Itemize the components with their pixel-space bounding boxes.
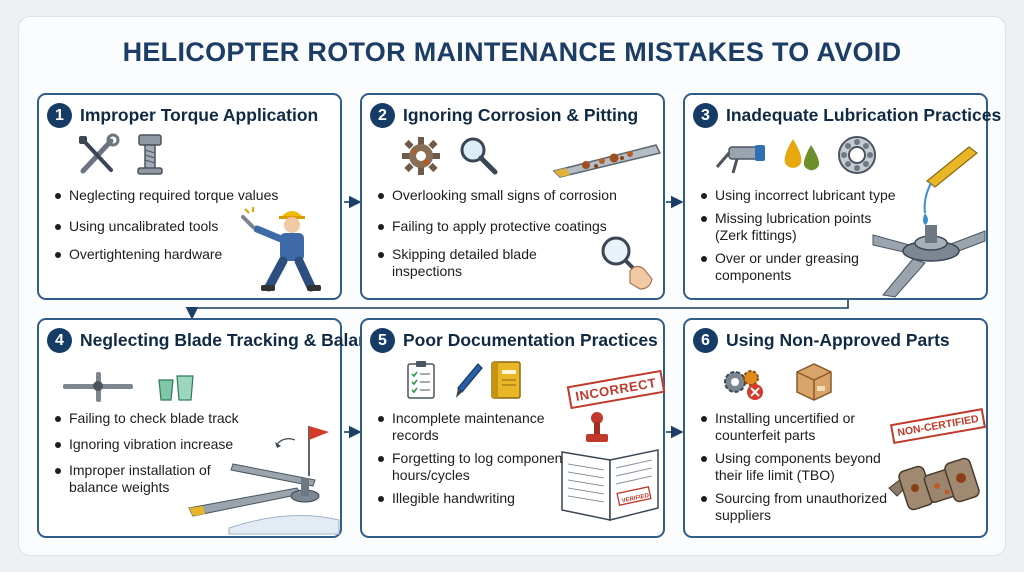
- rotor-blades-icon: [63, 372, 133, 402]
- pen-icon: [456, 363, 483, 398]
- step-number-badge: 3: [693, 103, 718, 128]
- list-item: Skipping detailed blade inspections: [378, 246, 562, 280]
- mechanic-with-wrench: [241, 207, 321, 292]
- checklist-icon: [407, 361, 435, 399]
- list-item: Using uncalibrated tools: [55, 218, 325, 235]
- card-header: 3 Inadequate Lubrication Practices: [693, 103, 1001, 128]
- bullet-list: Failing to check blade track Ignoring vi…: [55, 410, 255, 496]
- card-title: Neglecting Blade Tracking & Balance: [80, 330, 389, 350]
- card-title: Poor Documentation Practices: [403, 330, 658, 350]
- card-ignoring-corrosion: 2 Ignoring Corrosion & Pitting Overlooki…: [360, 93, 665, 300]
- step-number-badge: 5: [370, 328, 395, 353]
- hand-magnifier-icon: [601, 236, 653, 290]
- list-item: Over or under greasing components: [701, 250, 901, 284]
- list-item: Improper installation of balance weights: [55, 462, 255, 496]
- list-item: Using components beyond their life limit…: [701, 450, 891, 484]
- wrench-screwdriver-icon: [79, 133, 120, 174]
- gears-reject-icon: [724, 370, 763, 400]
- bullet-list: Installing uncertified or counterfeit pa…: [701, 410, 891, 524]
- corroded-blade: [552, 144, 662, 178]
- box-icon: [796, 363, 832, 401]
- card-title: Inadequate Lubrication Practices: [726, 105, 1002, 125]
- list-item: Overlooking small signs of corrosion: [378, 187, 658, 204]
- list-item: Neglecting required torque values: [55, 187, 325, 204]
- open-logbook: VERIFIED: [561, 449, 659, 521]
- non-certified-stamp: NON-CERTIFIED: [889, 407, 987, 445]
- list-item: Overtightening hardware: [55, 246, 325, 263]
- bullet-list: Neglecting required torque values Using …: [55, 187, 325, 263]
- card-non-approved-parts: 6 Using Non-Approved Parts Installing un…: [683, 318, 988, 538]
- small-stamp-text: VERIFIED: [621, 493, 650, 505]
- card-header: 6 Using Non-Approved Parts: [693, 328, 950, 353]
- card-header: 1 Improper Torque Application: [47, 103, 318, 128]
- step-number-badge: 2: [370, 103, 395, 128]
- card-header: 5 Poor Documentation Practices: [370, 328, 658, 353]
- magnifier-icon: [460, 137, 498, 175]
- list-item: Forgetting to log component hours/cycles: [378, 450, 568, 484]
- page-title: HELICOPTER ROTOR MAINTENANCE MISTAKES TO…: [122, 37, 902, 67]
- grease-gun-icon: [715, 145, 765, 174]
- bullet-list: Overlooking small signs of corrosion Fai…: [378, 187, 658, 280]
- card-inadequate-lubrication: 3 Inadequate Lubrication Practices Using…: [683, 93, 1001, 300]
- bearing-icon: [838, 136, 876, 174]
- list-item: Using incorrect lubricant type: [701, 187, 901, 204]
- arrow-3-4: [185, 300, 849, 320]
- step-number-badge: 1: [47, 103, 72, 128]
- incorrect-stamp: INCORRECT: [566, 369, 666, 410]
- list-item: Failing to apply protective coatings: [378, 218, 658, 235]
- card-title: Ignoring Corrosion & Pitting: [403, 105, 639, 125]
- step-number-badge: 4: [47, 328, 72, 353]
- list-item: Incomplete maintenance records: [378, 410, 568, 444]
- oil-drops-icon: [784, 139, 820, 171]
- stamp-icon: [586, 412, 608, 442]
- step-number-badge: 6: [693, 328, 718, 353]
- helicopter-rotor-flag: [188, 426, 340, 535]
- bullet-list: Using incorrect lubricant type Missing l…: [701, 187, 901, 284]
- list-item: Ignoring vibration increase: [55, 436, 255, 453]
- rusty-gear-icon: [402, 137, 440, 175]
- bullet-list: Incomplete maintenance records Forgettin…: [378, 410, 568, 507]
- card-poor-documentation: 5 Poor Documentation Practices INCORRECT…: [360, 318, 666, 538]
- rotor-hub-greasing: [872, 146, 986, 298]
- card-header: 2 Ignoring Corrosion & Pitting: [370, 103, 638, 128]
- rusty-part: [888, 457, 980, 511]
- list-item: Failing to check blade track: [55, 410, 255, 427]
- list-item: Installing uncertified or counterfeit pa…: [701, 410, 891, 444]
- list-item: Illegible handwriting: [378, 490, 568, 507]
- bolt-icon: [137, 134, 163, 175]
- list-item: Missing lubrication points (Zerk fitting…: [701, 210, 901, 244]
- card-header: 4 Neglecting Blade Tracking & Balance: [47, 328, 388, 353]
- card-improper-torque: 1 Improper Torque Application Neglecting…: [37, 93, 342, 300]
- card-neglecting-blade-tracking: 4 Neglecting Blade Tracking & Balance Fa…: [37, 318, 388, 538]
- card-title: Improper Torque Application: [80, 105, 319, 125]
- list-item: Sourcing from unauthorized suppliers: [701, 490, 891, 524]
- card-title: Using Non-Approved Parts: [726, 330, 950, 350]
- logbook-icon: [491, 361, 521, 399]
- balance-weights-icon: [158, 375, 194, 401]
